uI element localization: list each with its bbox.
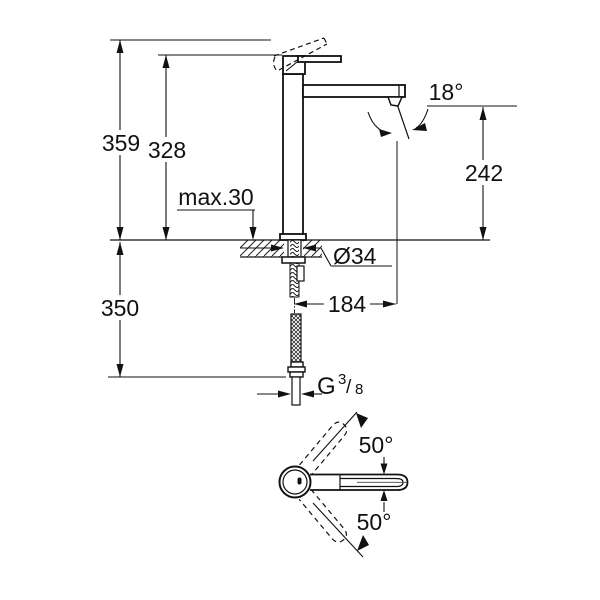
arrow-swivel-upper (356, 413, 368, 428)
mounting-shank-threads (290, 240, 299, 257)
arrow-swivel-ref-down (380, 463, 388, 475)
label-total-height: 359 (102, 130, 140, 156)
hose-nut-band-top (290, 361, 304, 368)
label-spout-angle: 18° (429, 79, 464, 105)
spout-angle-arc-left (367, 111, 389, 134)
arrow-swivel-lower (357, 535, 369, 551)
handle-lever (297, 55, 342, 63)
arrow-328-up (162, 55, 170, 68)
rotated-spout-outline-lower (298, 489, 348, 543)
faucet-top-view (278, 411, 409, 558)
arrow-dia34-right (303, 244, 316, 252)
bg-184 (324, 292, 370, 315)
faucet-body (282, 73, 304, 236)
swivel-ray-lower (312, 502, 364, 558)
topview-handle-dot (297, 477, 302, 485)
swivel-ray-upper (312, 411, 358, 462)
arrow-g38-left (278, 390, 291, 398)
arrow-angle-right (412, 123, 427, 131)
arrow-359-down (116, 227, 124, 240)
arrow-184-right (383, 300, 396, 308)
bg-328 (147, 137, 187, 162)
arrow-swivel-ref-up (380, 490, 388, 501)
text-backgrounds (100, 130, 504, 320)
arrow-g38-right (301, 390, 314, 398)
arrow-328-down (162, 227, 170, 240)
label-below-deck: 350 (101, 295, 139, 321)
arrow-angle-left (379, 129, 392, 137)
raised-lever-end-cap (323, 37, 328, 45)
label-spout-reach: 184 (328, 291, 367, 317)
spout-arm (302, 84, 406, 98)
arrow-184-left (294, 300, 307, 308)
dimension-labels: 359 328 max.30 18° 242 Ø34 184 350 G 3 /… (101, 79, 503, 535)
arrowheads (116, 40, 487, 398)
flexible-hose (290, 313, 302, 363)
bg-350 (100, 295, 140, 320)
arrow-350-up (116, 242, 124, 255)
label-swivel-up: 50° (359, 432, 394, 458)
label-swivel-down: 50° (357, 509, 392, 535)
arrow-359-up (116, 40, 124, 53)
arrow-242-up (479, 107, 487, 120)
label-height-to-lever: 328 (148, 137, 186, 163)
topview-body-inner (282, 469, 308, 495)
arrow-dia34-left (271, 244, 284, 252)
arrow-max30-down (249, 227, 257, 240)
connection-tube (291, 376, 301, 406)
counter-hatch-left (240, 240, 284, 257)
arrow-242-down (479, 227, 487, 240)
bg-242 (463, 160, 504, 185)
label-outlet-height: 242 (465, 160, 503, 186)
thread-slash: / (346, 377, 352, 398)
bg-359 (101, 130, 141, 155)
hose-nut-band-mid (287, 366, 306, 373)
spout-angle-line (396, 103, 410, 140)
swivel-dashed-upper (299, 421, 348, 476)
faucet-front-view (272, 37, 406, 406)
arrow-350-down (116, 364, 124, 377)
spout-angle-arc-right (415, 108, 429, 129)
hose-nut-band-bottom (289, 371, 304, 378)
spout-aerator (386, 96, 404, 107)
raised-lever-pivot-arc (272, 56, 279, 73)
mounting-washer (281, 256, 306, 264)
raised-lever-bottom-edge (278, 43, 328, 71)
swivel-dashed-lower (298, 489, 348, 543)
handle-raised-dashed (272, 37, 328, 73)
thread-denominator: 8 (355, 381, 363, 398)
raised-lever-top-edge (273, 37, 325, 57)
label-thread-size: G 3 / 8 (317, 371, 363, 400)
label-hole-diameter: Ø34 (333, 243, 377, 269)
thread-g: G (317, 373, 336, 400)
topview-body-outer (278, 465, 312, 499)
label-max-deck: max.30 (178, 184, 253, 210)
rotated-spout-outline-upper (299, 421, 348, 476)
fixing-stud (296, 265, 305, 282)
thread-numerator: 3 (338, 371, 346, 388)
faucet-base-flange (279, 233, 307, 241)
dia34-leader (320, 247, 332, 267)
